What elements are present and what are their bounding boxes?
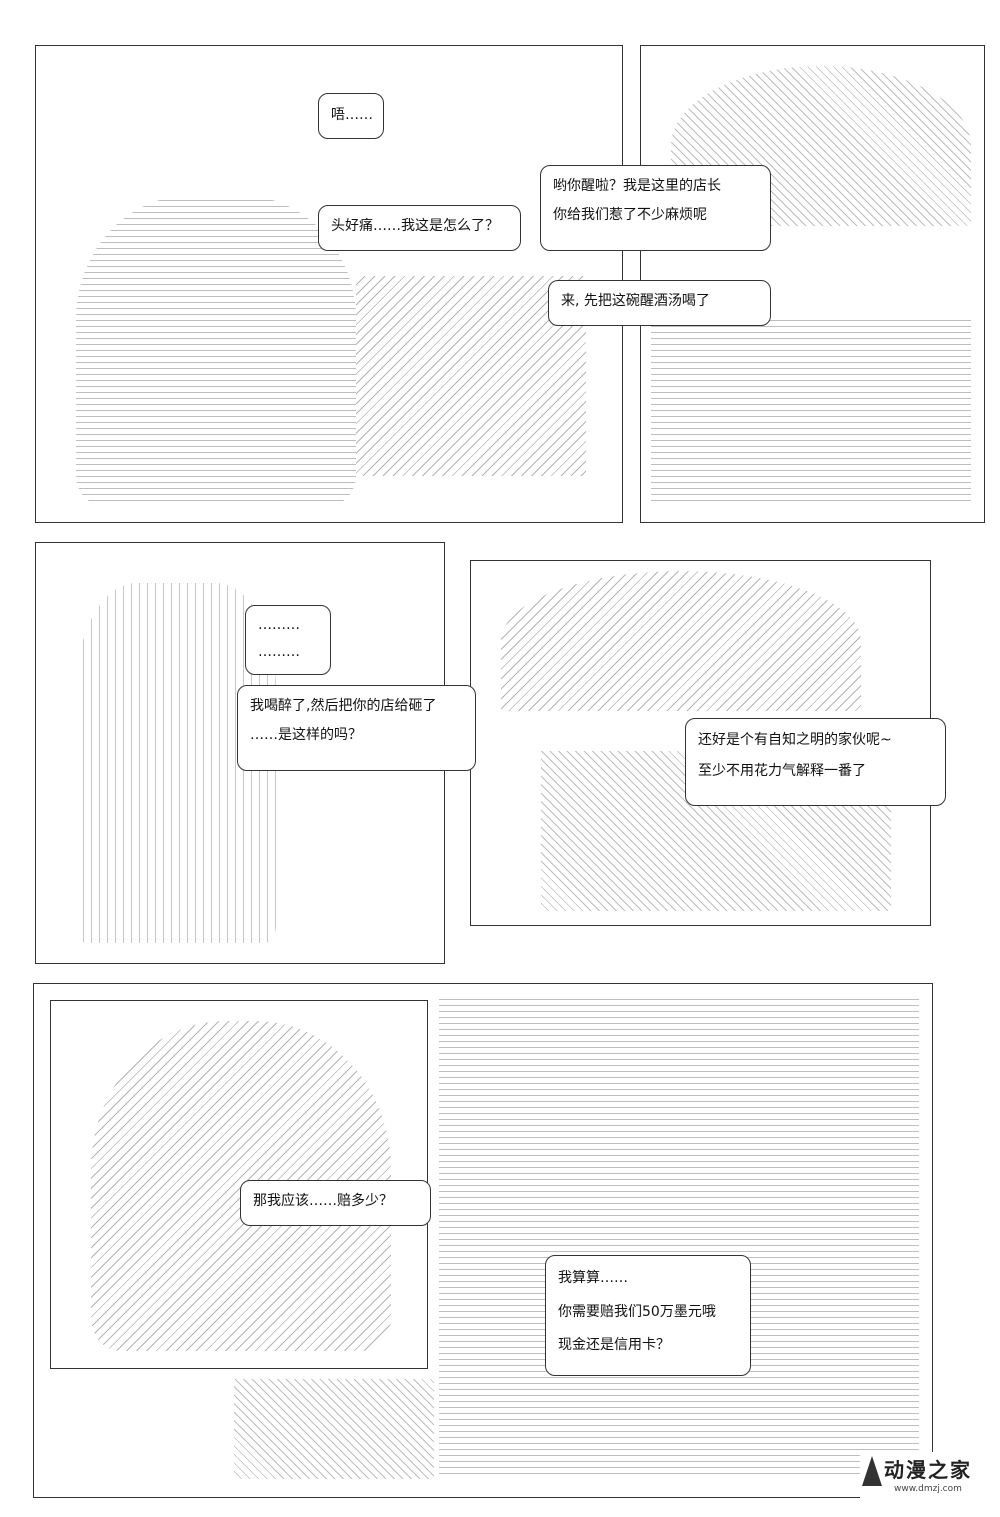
bubble-text: 哟你醒啦？我是这里的店长 <box>553 178 721 194</box>
bubble-text: ……是这样的吗？ <box>250 727 362 744</box>
bubble-text: 唔…… <box>331 107 373 123</box>
bubble-text: ……… <box>258 643 300 660</box>
speech-bubble: 头好痛……我这是怎么了？ <box>318 205 521 251</box>
speech-bubble: 那我应该……赔多少？ <box>240 1180 431 1226</box>
ascii-art-body <box>651 316 971 506</box>
bubble-text: 我算算…… <box>558 1270 628 1286</box>
bubble-text: 那我应该……赔多少？ <box>253 1193 393 1209</box>
ascii-art-shop-interior <box>439 999 919 1479</box>
watermark: 动漫之家 www.dmzj.com <box>860 1452 980 1502</box>
bubble-text: 你需要赔我们50万墨元哦 <box>558 1303 716 1320</box>
ascii-art-arm <box>356 276 586 476</box>
bubble-text: 我喝醉了,然后把你的店给砸了 <box>250 698 437 714</box>
bubble-text: 你给我们惹了不少麻烦呢 <box>553 207 707 224</box>
speech-bubble: 唔…… <box>318 93 384 139</box>
watermark-logo-icon <box>862 1456 882 1486</box>
speech-bubble: ……… ……… <box>245 605 331 675</box>
watermark-logo-text: 动漫之家 <box>884 1458 972 1482</box>
watermark-url: www.dmzj.com <box>894 1484 962 1494</box>
speech-bubble: 还好是个有自知之明的家伙呢~ 至少不用花力气解释一番了 <box>685 718 946 806</box>
speech-bubble: 来, 先把这碗醒酒汤喝了 <box>548 280 771 326</box>
speech-bubble: 我算算…… 你需要赔我们50万墨元哦 现金还是信用卡？ <box>545 1255 751 1376</box>
speech-bubble: 哟你醒啦？我是这里的店长 你给我们惹了不少麻烦呢 <box>540 165 771 251</box>
bubble-text: 现金还是信用卡？ <box>558 1337 670 1354</box>
bubble-text: 至少不用花力气解释一番了 <box>698 762 866 779</box>
bubble-text: ……… <box>258 617 300 633</box>
bubble-text: 来, 先把这碗醒酒汤喝了 <box>561 293 710 309</box>
panel-2 <box>640 45 985 523</box>
ascii-art-character <box>76 196 356 506</box>
speech-bubble: 我喝醉了,然后把你的店给砸了 ……是这样的吗？ <box>237 685 476 771</box>
bubble-text: 头好痛……我这是怎么了？ <box>331 218 499 234</box>
ascii-art-floor <box>234 1379 434 1479</box>
ascii-art-hair <box>501 571 861 711</box>
bubble-text: 还好是个有自知之明的家伙呢~ <box>698 732 892 748</box>
